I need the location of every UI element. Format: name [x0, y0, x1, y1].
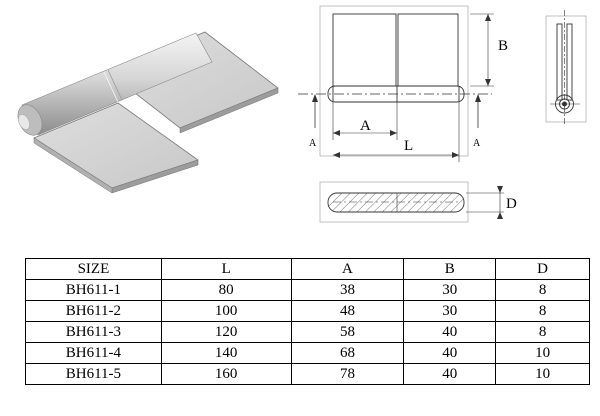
table-row: BH611-5 160 78 40 10 [25, 363, 590, 385]
cell-b: 40 [403, 363, 497, 385]
header-size: SIZE [25, 258, 162, 280]
cell-a: 58 [290, 321, 405, 343]
cell-size: BH611-5 [25, 363, 162, 385]
section-view [319, 181, 504, 223]
header-b: B [403, 258, 497, 280]
dimension-label-a: A [360, 118, 371, 134]
front-view [298, 5, 494, 162]
cell-l: 100 [160, 300, 292, 322]
cell-d: 8 [495, 279, 590, 301]
cell-b: 30 [403, 279, 497, 301]
dimension-table: SIZE L A B D BH611-1 80 38 30 8 BH611-2 … [25, 258, 590, 385]
cell-l: 160 [160, 363, 292, 385]
cell-b: 40 [403, 342, 497, 364]
cell-l: 140 [160, 342, 292, 364]
cell-size: BH611-2 [25, 300, 162, 322]
table-row: BH611-3 120 58 40 8 [25, 321, 590, 343]
cell-a: 68 [290, 342, 405, 364]
cell-size: BH611-4 [25, 342, 162, 364]
cell-l: 80 [160, 279, 292, 301]
dimension-label-b: B [498, 38, 508, 54]
dimension-label-l: L [404, 138, 413, 154]
cell-d: 8 [495, 300, 590, 322]
table-row: BH611-2 100 48 30 8 [25, 300, 590, 322]
cell-a: 38 [290, 279, 405, 301]
table-row: BH611-1 80 38 30 8 [25, 279, 590, 301]
table-row: BH611-4 140 68 40 10 [25, 342, 590, 364]
dimension-label-d: D [506, 196, 517, 212]
cell-d: 8 [495, 321, 590, 343]
hinge-3d-view [17, 31, 279, 194]
header-l: L [160, 258, 292, 280]
cell-size: BH611-3 [25, 321, 162, 343]
header-d: D [495, 258, 590, 280]
section-label-left: A [309, 138, 317, 149]
cell-b: 40 [403, 321, 497, 343]
cell-a: 48 [290, 300, 405, 322]
side-view [545, 10, 587, 126]
cell-l: 120 [160, 321, 292, 343]
technical-drawing: B A L A A D [17, 5, 587, 223]
cell-a: 78 [290, 363, 405, 385]
drawing-area: B A L A A D [17, 5, 587, 223]
cell-size: BH611-1 [25, 279, 162, 301]
header-a: A [290, 258, 405, 280]
cell-b: 30 [403, 300, 497, 322]
cell-d: 10 [495, 363, 590, 385]
table-header-row: SIZE L A B D [25, 258, 590, 280]
cell-d: 10 [495, 342, 590, 364]
section-label-right: A [473, 138, 481, 149]
hinge-barrel [17, 32, 213, 136]
